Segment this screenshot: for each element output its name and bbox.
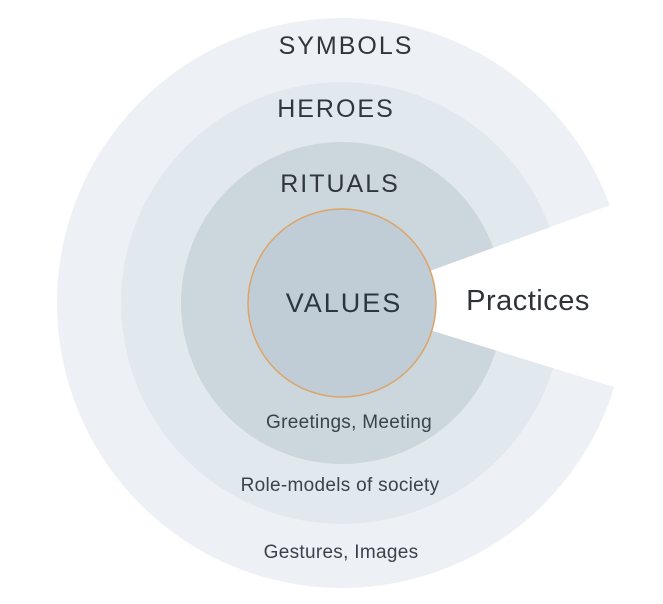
heroes-label: HEROES <box>277 95 395 123</box>
symbols-bottom-label: Gestures, Images <box>264 542 419 563</box>
values-label: VALUES <box>286 288 403 318</box>
symbols-label: SYMBOLS <box>279 32 414 60</box>
practices-wedge <box>342 186 663 402</box>
rituals-bottom-label: Greetings, Meeting <box>266 412 432 433</box>
values-core-border <box>247 208 437 398</box>
practices-label: Practices <box>466 285 590 317</box>
heroes-bottom-label: Role-models of society <box>241 475 440 496</box>
values-core-circle <box>248 209 436 397</box>
rituals-label: RITUALS <box>280 170 400 198</box>
